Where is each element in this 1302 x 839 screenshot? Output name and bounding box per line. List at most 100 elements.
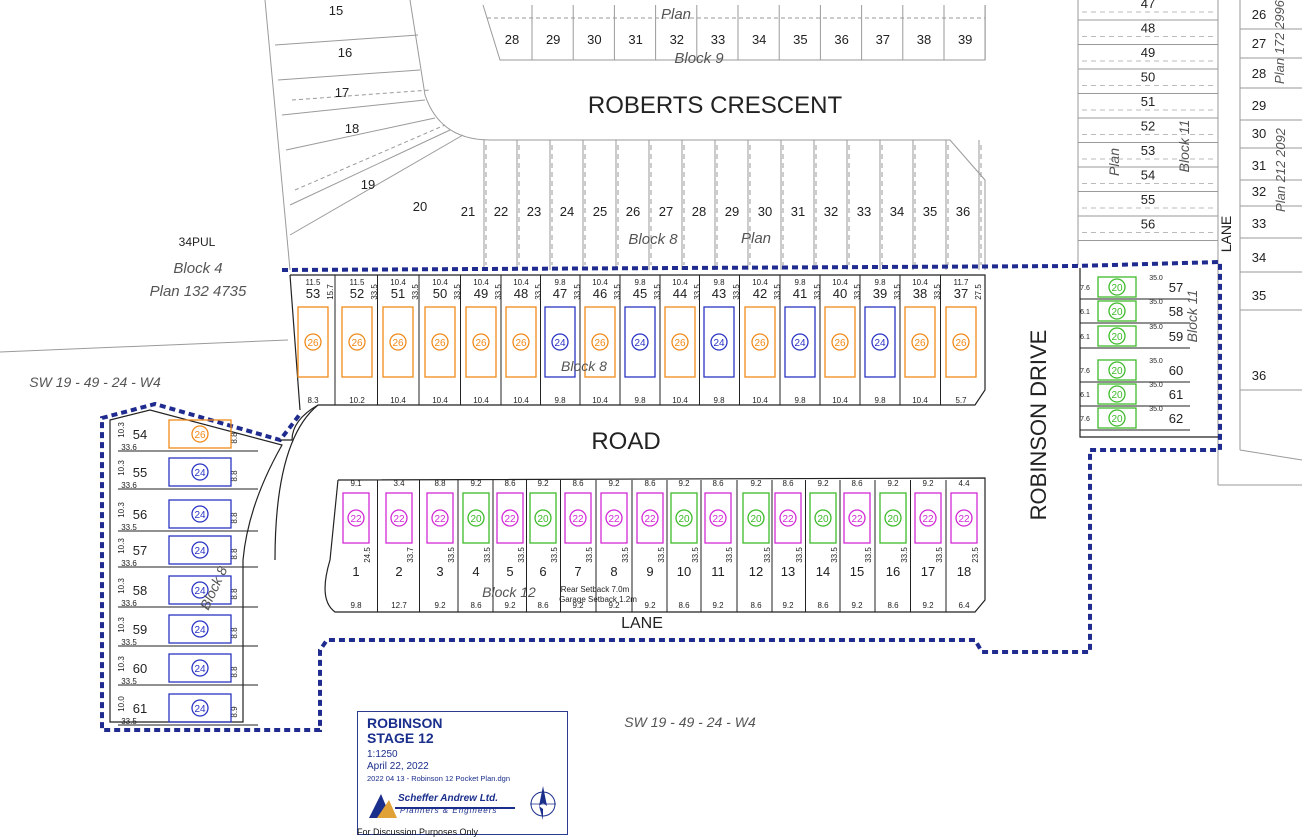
house-size-circle xyxy=(751,333,769,351)
house-size-label: 22 xyxy=(958,514,970,525)
lot-depth: 33.6 xyxy=(121,443,137,452)
lot-frontage: 10.4 xyxy=(432,278,448,287)
lot-frontage: 6.1 xyxy=(1080,392,1090,399)
block9-lot-number: 30 xyxy=(587,32,601,47)
house-size-circle xyxy=(952,333,970,351)
house-size-circle xyxy=(390,509,408,527)
house-outline xyxy=(670,492,698,544)
block8-existing-lot-number: 26 xyxy=(626,204,640,219)
lot-number: 57 xyxy=(133,543,147,558)
block8-existing-lot-number: 32 xyxy=(824,204,838,219)
plan-label-right: Plan xyxy=(1106,148,1122,176)
house-size-label: 22 xyxy=(608,514,620,525)
house-footprint: 26 xyxy=(664,306,696,378)
block9-lot-number: 37 xyxy=(876,32,890,47)
house-size-label: 24 xyxy=(634,338,646,349)
lot-number: 45 xyxy=(633,286,647,301)
house-size-label: 20 xyxy=(1111,307,1123,318)
house-size-label: 24 xyxy=(194,704,206,715)
lot-number: 55 xyxy=(133,465,147,480)
block11-existing-lot-number: 54 xyxy=(1141,168,1155,183)
house-size-label: 20 xyxy=(1111,283,1123,294)
lot-depth: 33.5 xyxy=(853,284,862,300)
lot-rear-width: 8.6 xyxy=(678,601,690,610)
house-size-circle xyxy=(347,509,365,527)
house-size-circle xyxy=(919,509,937,527)
house-size-label: 20 xyxy=(1111,390,1123,401)
plan-east-lot-number: 30 xyxy=(1252,126,1266,141)
file-name: 2022 04 13 - Robinson 12 Pocket Plan.dgn xyxy=(367,774,511,783)
lot-frontage: 6.1 xyxy=(1080,309,1090,316)
house-outline xyxy=(914,492,942,544)
house-footprint: 26 xyxy=(744,306,776,378)
house-size-label: 24 xyxy=(194,468,206,479)
house-size-circle xyxy=(431,333,449,351)
house-footprint: 22 xyxy=(843,492,871,544)
house-footprint: 24 xyxy=(544,306,576,378)
lot-rear-width: 8.6 xyxy=(750,601,762,610)
house-outline xyxy=(529,492,557,544)
lot-number: 18 xyxy=(957,564,971,579)
house-footprint: 26 xyxy=(465,306,497,378)
house-footprint: 24 xyxy=(784,306,816,378)
lot-number: 56 xyxy=(133,507,147,522)
house-footprint: 22 xyxy=(496,492,524,544)
lot-depth: 33.5 xyxy=(613,284,622,300)
house-size-label: 22 xyxy=(782,514,794,525)
lot-number: 51 xyxy=(391,286,405,301)
house-footprint: 20 xyxy=(529,492,557,544)
house-outline xyxy=(950,492,978,544)
house-outline xyxy=(864,306,896,378)
lot-rear-width: 10.4 xyxy=(752,396,768,405)
house-outline xyxy=(424,306,456,378)
house-outline xyxy=(904,306,936,378)
lot-number: 52 xyxy=(350,286,364,301)
street-lane-bottom: LANE xyxy=(621,615,663,632)
lot-depth: 33.5 xyxy=(691,547,700,563)
lot-frontage: 10.3 xyxy=(117,656,126,672)
house-footprint: 20 xyxy=(742,492,770,544)
lot-depth: 33.5 xyxy=(893,284,902,300)
house-size-circle xyxy=(911,333,929,351)
house-footprint: 22 xyxy=(600,492,628,544)
plan-east-lot-number: 27 xyxy=(1252,36,1266,51)
house-size-circle xyxy=(710,333,728,351)
house-size-label: 20 xyxy=(678,514,690,525)
lot-number: 9 xyxy=(646,564,653,579)
lot-number: 60 xyxy=(1169,363,1183,378)
house-size-label: 22 xyxy=(572,514,584,525)
plan-east-lot-number: 34 xyxy=(1252,250,1266,265)
lot-rear-width: 8.6 xyxy=(537,601,549,610)
lot-frontage: 8.8 xyxy=(434,479,446,488)
lot-depth: 33.5 xyxy=(121,677,137,686)
street-roberts-crescent: ROBERTS CRESCENT xyxy=(588,92,843,119)
house-size-label: 24 xyxy=(874,338,886,349)
house-size-circle xyxy=(1108,327,1126,345)
house-size-label: 20 xyxy=(1111,414,1123,425)
block8-existing-lot-number: 31 xyxy=(791,204,805,219)
house-size-label: 22 xyxy=(644,514,656,525)
house-size-label: 24 xyxy=(194,586,206,597)
lot-frontage: 8.6 xyxy=(504,479,516,488)
house-size-circle xyxy=(191,463,209,481)
legal-description-left: SW 19 - 49 - 24 - W4 xyxy=(29,374,161,390)
block8-existing-lot-number: 36 xyxy=(956,204,970,219)
lot-frontage: 11.7 xyxy=(954,278,970,287)
house-size-circle xyxy=(534,509,552,527)
house-footprint: 22 xyxy=(774,492,802,544)
lot-depth: 33.5 xyxy=(121,717,137,726)
block8-existing-lot-number: 33 xyxy=(857,204,871,219)
crescent-lot-number: 18 xyxy=(345,121,359,136)
house-size-circle xyxy=(1108,302,1126,320)
block8-existing-lot-number: 24 xyxy=(560,204,574,219)
lot-depth: 35.0 xyxy=(1149,275,1163,282)
house-size-label: 20 xyxy=(1111,366,1123,377)
house-outline xyxy=(703,306,735,378)
lot-rear-width: 10.4 xyxy=(390,396,406,405)
house-footprint: 20 xyxy=(670,492,698,544)
lot-rear-width: 6.4 xyxy=(958,601,970,610)
block8-existing-lot-number: 22 xyxy=(494,204,508,219)
lot-frontage: 10.4 xyxy=(473,278,489,287)
house-outline xyxy=(168,499,232,529)
house-size-label: 24 xyxy=(194,546,206,557)
